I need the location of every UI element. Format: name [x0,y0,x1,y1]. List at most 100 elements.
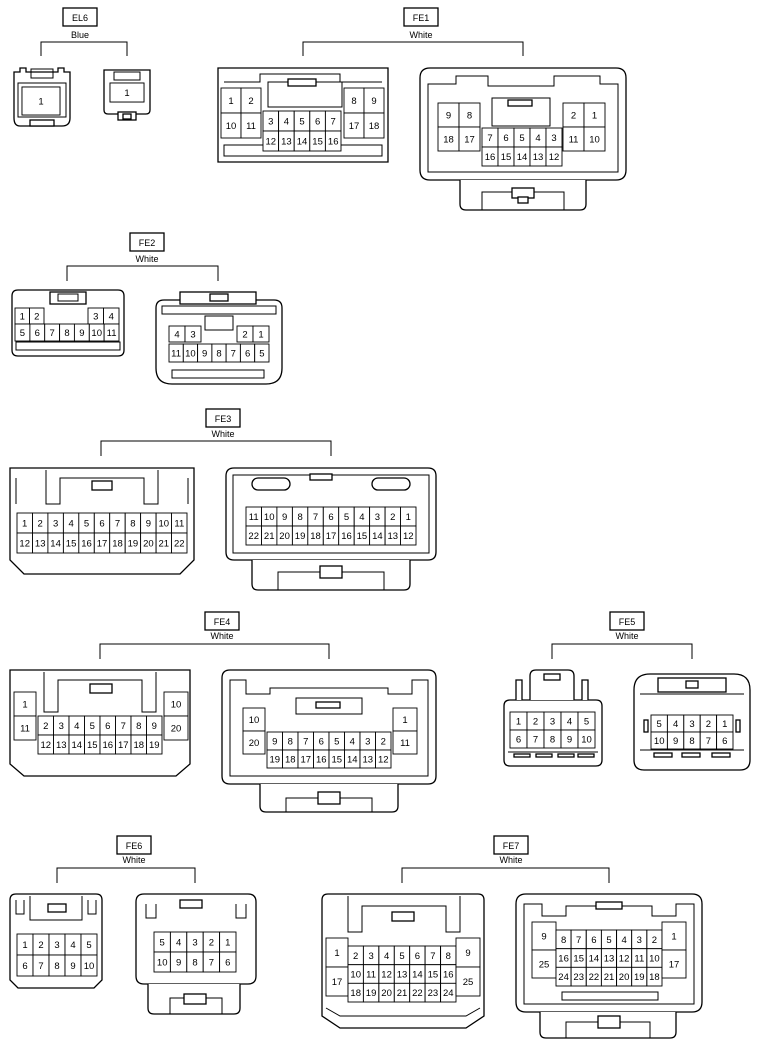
pin-number: 23 [428,988,439,999]
pin-number: 22 [248,531,259,542]
pin-number: 19 [634,972,645,983]
pin-number: 23 [573,972,584,983]
pin-grid: 925 [455,937,481,997]
pin-number: 14 [50,539,61,550]
pin-number: 11 [20,724,30,735]
connector-code: FE4 [214,617,231,627]
pin-number: 1 [516,717,521,728]
pin-number: 18 [112,539,123,550]
pin-number: 19 [149,740,160,751]
pin-number: 15 [66,539,77,550]
pin-number: 7 [313,512,318,523]
pin-number: 9 [70,961,75,972]
pin-number: 2 [381,737,386,748]
pin-cell [163,691,189,717]
pin-number: 2 [533,717,538,728]
pin-number: 1 [22,700,27,711]
pin-cell [455,937,481,968]
pin-number: 14 [297,137,308,148]
pin-number: 7 [121,721,126,732]
pin-number: 7 [706,736,711,747]
pin-number: 4 [174,330,179,341]
pin-number: 5 [90,721,95,732]
connector-housing-right: 1 [103,69,151,121]
pin-number: 10 [226,121,237,132]
pin-grid: 117 [661,921,687,979]
pin-number: 24 [443,988,454,999]
pin-number: 12 [266,137,277,148]
pin-number: 20 [619,972,630,983]
pin-number: 22 [412,988,423,999]
pin-number: 6 [591,935,596,946]
pin-number: 2 [353,951,358,962]
pin-number: 14 [372,531,383,542]
pin-number: 7 [487,133,492,144]
pin-number: 19 [366,988,377,999]
pin-number: 6 [105,721,110,732]
pin-grid: 117 [325,937,349,997]
pin-number: 4 [350,737,355,748]
connector-code: FE6 [126,841,143,851]
pin-number: 11 [107,328,117,339]
pin-cell [375,749,392,769]
pin-number: 11 [174,519,184,530]
pin-number: 16 [485,152,496,163]
pin-number: 8 [351,96,356,107]
pin-number: 3 [550,717,555,728]
pin-number: 2 [652,935,657,946]
pin-number: 18 [310,531,321,542]
pin-number: 17 [301,755,312,766]
connector-code-box [493,835,529,855]
pin-number: 2 [571,111,576,122]
pin-number: 18 [443,135,454,146]
pin-number: 15 [87,740,98,751]
pin-number: 18 [649,972,660,983]
pin-number: 4 [384,951,389,962]
pin-number: 14 [517,152,528,163]
pin-number: 4 [359,512,364,523]
pin-number: 2 [34,312,39,323]
pin-number: 4 [621,935,626,946]
pin-number: 22 [589,972,600,983]
pin-number: 10 [84,961,95,972]
pin-number: 6 [315,117,320,128]
pin-number: 16 [81,539,92,550]
pin-number: 1 [258,330,263,341]
pin-number: 6 [722,736,727,747]
pin-number: 10 [159,519,170,530]
pin-cell [577,729,596,749]
pin-cell [363,112,385,139]
pin-number: 4 [567,717,572,728]
pin-cell [392,730,418,755]
pin-number: 8 [216,349,221,360]
pin-number: 3 [53,519,58,530]
connector-code: FE5 [619,617,636,627]
pin-number: 10 [185,349,196,360]
pin-number: 13 [56,740,67,751]
pin-grid: 111 [13,691,37,741]
pin-number: 16 [328,137,339,148]
pin-number: 6 [319,737,324,748]
connector-color: White [135,254,158,264]
pin-number: 9 [446,111,451,122]
pin-number: 8 [192,958,197,969]
pin-number: 1 [592,111,597,122]
pin-number: 9 [541,932,546,943]
pin-number: 19 [295,531,306,542]
pin-number: 17 [464,135,475,146]
pin-number: 1 [402,715,407,726]
pin-number: 15 [357,531,368,542]
pin-number: 1 [406,512,411,523]
pin-number: 14 [72,740,83,751]
